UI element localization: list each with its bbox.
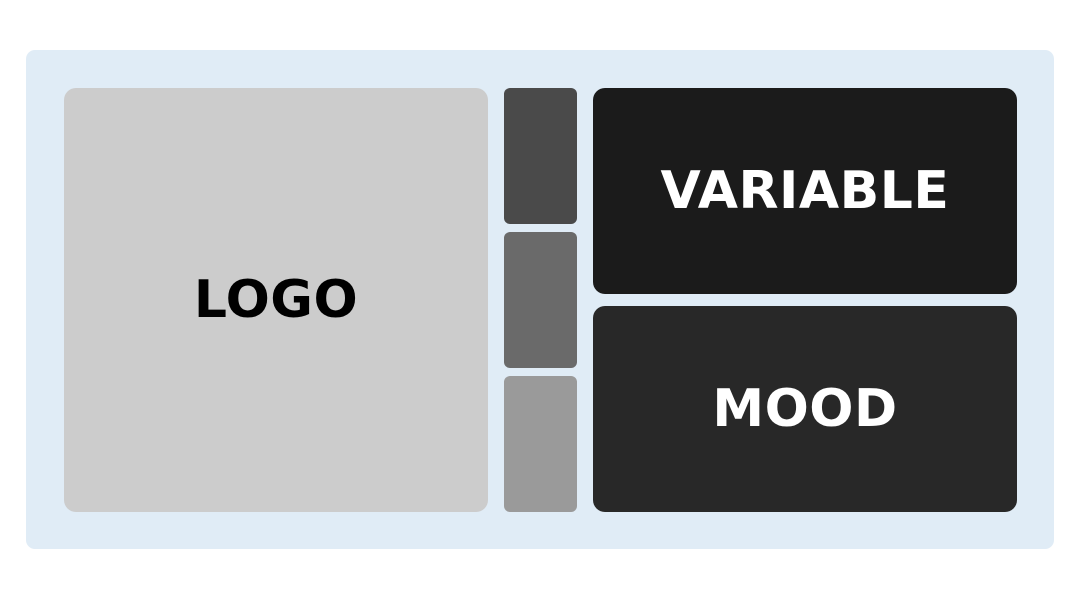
word-tile-variable: VARIABLE bbox=[593, 88, 1017, 294]
color-swatch-dark bbox=[504, 88, 577, 224]
logo-label: LOGO bbox=[193, 270, 359, 330]
color-swatch-medium bbox=[504, 232, 577, 368]
logo-tile: LOGO bbox=[64, 88, 488, 512]
word-label-variable: VARIABLE bbox=[660, 161, 950, 221]
color-swatch-light bbox=[504, 376, 577, 512]
word-label-mood: MOOD bbox=[712, 379, 898, 439]
moodboard-container: LOGO VARIABLE MOOD bbox=[26, 50, 1054, 549]
word-tile-mood: MOOD bbox=[593, 306, 1017, 512]
